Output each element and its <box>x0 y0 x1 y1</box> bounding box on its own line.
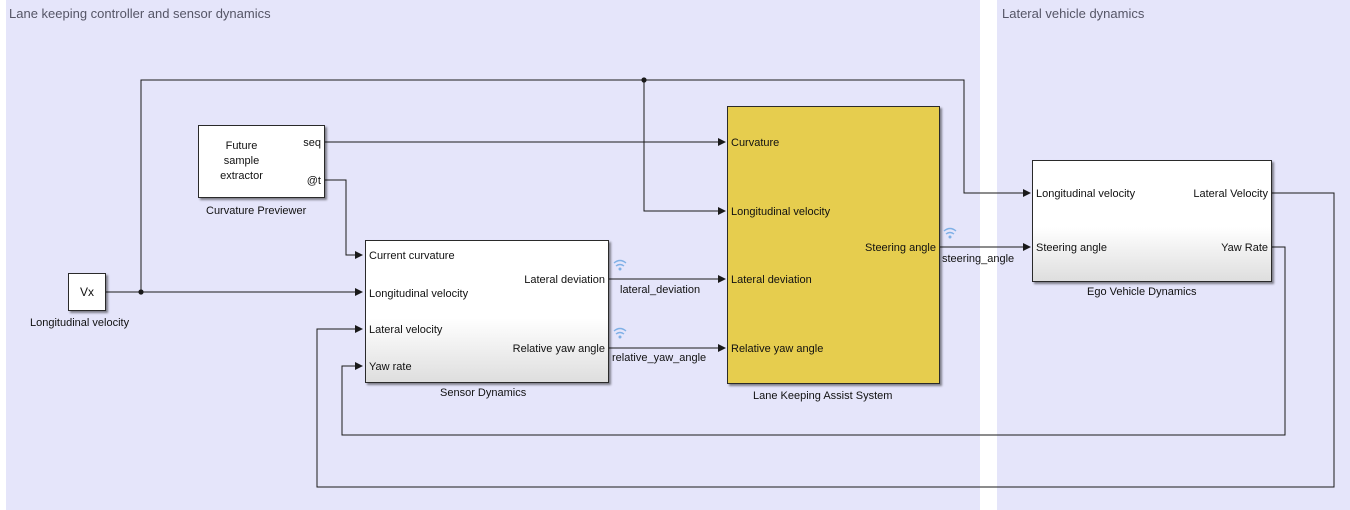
port-lateral-deviation: Lateral deviation <box>524 274 605 286</box>
port-curvature: Curvature <box>731 137 780 149</box>
port-longitudinal-velocity: Longitudinal velocity <box>1036 188 1136 200</box>
wire-bus-to-lkas-vx <box>643 80 726 215</box>
area-lateral-dynamics-title: Lateral vehicle dynamics <box>1002 6 1145 21</box>
previewer-line-3: extractor <box>220 170 263 182</box>
port-lateral-velocity: Lateral velocity <box>369 324 443 336</box>
ego-vehicle-dynamics-block[interactable]: Longitudinal velocity Steering angle Lat… <box>1032 160 1272 282</box>
wire-vx-top-bus <box>140 79 1031 292</box>
port-current-curvature: Current curvature <box>369 250 455 262</box>
signal-logging-icon[interactable] <box>612 326 628 342</box>
sensor-dynamics-name[interactable]: Sensor Dynamics <box>440 387 527 399</box>
port-longitudinal-velocity: Longitudinal velocity <box>369 288 469 300</box>
lane-keeping-assist-name[interactable]: Lane Keeping Assist System <box>753 390 893 402</box>
sensor-dynamics-block[interactable]: Current curvature Longitudinal velocity … <box>365 240 609 383</box>
port-seq: seq <box>303 137 321 149</box>
signal-logging-icon[interactable] <box>612 258 628 274</box>
signal-label-lateral-deviation[interactable]: lateral_deviation <box>620 284 701 296</box>
port-relative-yaw-angle: Relative yaw angle <box>512 343 605 355</box>
curvature-previewer-block[interactable]: Future sample extractor seq @t <box>198 125 325 198</box>
port-steering-angle: Steering angle <box>1036 242 1107 254</box>
previewer-line-1: Future <box>225 140 258 152</box>
curvature-previewer-name[interactable]: Curvature Previewer <box>206 205 307 217</box>
port-lateral-velocity: Lateral Velocity <box>1193 188 1268 200</box>
vx-block-text: Vx <box>79 285 94 299</box>
wire-yaw-rate-feedback <box>341 246 1286 436</box>
wire-lateral-velocity-feedback <box>316 192 1335 488</box>
port-steering-angle: Steering angle <box>865 242 936 254</box>
signal-label-steering-angle[interactable]: steering_angle <box>942 253 1015 265</box>
area-controller-sensor-title: Lane keeping controller and sensor dynam… <box>9 6 271 21</box>
port-lateral-deviation: Lateral deviation <box>731 274 812 286</box>
port-yaw-rate: Yaw Rate <box>1221 242 1268 254</box>
branch-point-vx <box>138 289 144 295</box>
port-longitudinal-velocity: Longitudinal velocity <box>731 206 831 218</box>
port-relative-yaw-angle: Relative yaw angle <box>731 343 824 355</box>
vx-constant-block[interactable]: Vx <box>68 273 106 311</box>
ego-vehicle-dynamics-name[interactable]: Ego Vehicle Dynamics <box>1087 286 1197 298</box>
port-yaw-rate: Yaw rate <box>369 361 412 373</box>
signal-logging-icon[interactable] <box>942 226 958 242</box>
signal-label-relative-yaw-angle[interactable]: relative_yaw_angle <box>612 352 707 364</box>
vx-block-name[interactable]: Longitudinal velocity <box>30 317 130 329</box>
previewer-line-2: sample <box>223 155 260 167</box>
port-t: @t <box>306 175 321 187</box>
branch-point-bus <box>641 77 647 83</box>
lane-keeping-assist-block[interactable]: Curvature Longitudinal velocity Lateral … <box>727 106 940 384</box>
wire-t-to-current-curvature <box>325 179 363 259</box>
